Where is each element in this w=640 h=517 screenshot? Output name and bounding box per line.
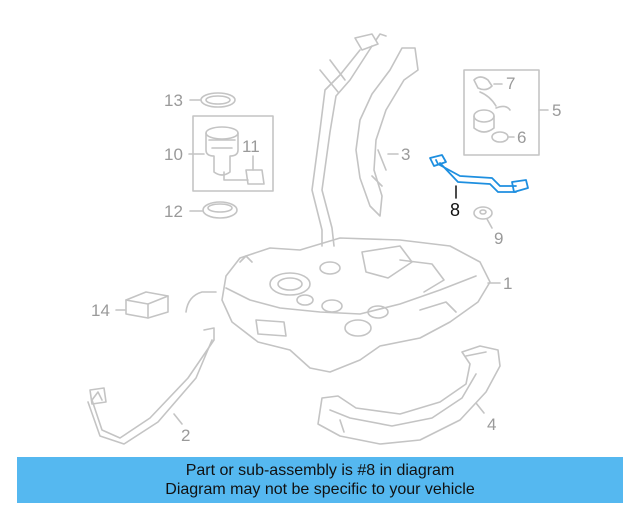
callout-11: 11: [242, 137, 260, 156]
leader-2: [173, 413, 183, 425]
part-11-connector: [245, 155, 265, 185]
callout-9: 9: [494, 229, 504, 248]
banner-line-2: Diagram may not be specific to your vehi…: [165, 481, 475, 498]
callout-6: 6: [517, 128, 527, 147]
callout-12: 12: [164, 202, 183, 221]
callout-14: 14: [91, 301, 110, 320]
leader-4: [475, 402, 485, 414]
part-4-heat-shield: [317, 345, 501, 445]
callout-7: 7: [506, 74, 516, 93]
part-10-pump-module: [205, 126, 249, 181]
callout-2: 2: [181, 426, 191, 445]
callout-1: 1: [503, 274, 513, 293]
callout-13: 13: [164, 91, 183, 110]
part-2-strap: [87, 291, 217, 445]
part-6-o-ring: [491, 131, 509, 143]
part-12-lock-ring: [202, 201, 238, 219]
part-7-clip: [473, 76, 497, 107]
group-box-5-6-7: [463, 69, 540, 156]
banner-line-1: Part or sub-assembly is #8 in diagram: [185, 462, 455, 479]
leader-9: [486, 218, 493, 229]
info-banner: Part or sub-assembly is #8 in diagram Di…: [17, 457, 623, 503]
part-8-wiring-harness: [429, 154, 529, 193]
callout-3: 3: [401, 145, 411, 164]
callout-10: 10: [164, 145, 183, 164]
part-9-grommet: [473, 206, 493, 220]
callout-5: 5: [552, 101, 562, 120]
part-1-fuel-tank: [221, 237, 491, 373]
part-13-seal-ring: [200, 92, 236, 108]
callout-8: 8: [450, 200, 461, 220]
filler-pipe: [311, 33, 387, 247]
part-14-control-module: [125, 291, 169, 319]
part-3-bracket: [355, 47, 419, 217]
part-5-valve-cap: [473, 105, 511, 133]
callout-4: 4: [487, 415, 497, 434]
